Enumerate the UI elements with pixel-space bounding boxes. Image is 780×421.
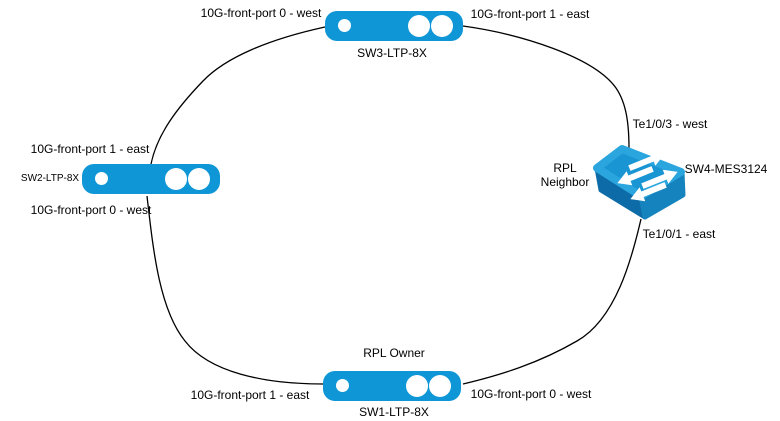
port-icon (338, 19, 351, 32)
port-label-sw4-east: Te1/0/1 - east (642, 227, 716, 241)
port-label-sw2-west: 10G-front-port 0 - west (30, 203, 152, 217)
port-label-sw4-west: Te1/0/3 - west (632, 117, 708, 131)
port-icon (429, 375, 451, 397)
device-sw3[interactable] (325, 11, 463, 41)
port-label-sw3-east: 10G-front-port 1 - east (470, 7, 590, 21)
device-label-sw3: SW3-LTP-8X (357, 46, 427, 60)
port-icon (165, 168, 187, 190)
edge-sw4-sw1 (462, 218, 642, 385)
device-label-sw4: SW4-MES3124 (684, 162, 768, 176)
port-icon (431, 15, 453, 37)
device-sw2[interactable] (82, 164, 220, 194)
port-label-sw1-east: 10G-front-port 1 - east (190, 388, 310, 402)
port-label-sw1-west: 10G-front-port 0 - west (470, 387, 592, 401)
port-icon (95, 172, 108, 185)
port-icon (406, 375, 428, 397)
edge-sw2-sw1 (146, 195, 324, 385)
role-label-rpl-neighbor: RPL Neighbor (540, 161, 590, 189)
port-label-sw3-west: 10G-front-port 0 - west (200, 6, 322, 20)
port-label-sw2-east: 10G-front-port 1 - east (30, 142, 150, 156)
edge-sw3-sw2 (150, 26, 326, 165)
role-label-rpl-owner: RPL Owner (363, 346, 425, 360)
edge-sw3-sw4 (462, 25, 630, 150)
port-icon (188, 168, 210, 190)
device-label-sw1: SW1-LTP-8X (359, 405, 429, 419)
device-label-sw2: SW2-LTP-8X (20, 173, 80, 184)
port-icon (336, 379, 349, 392)
switch-3d-icon[interactable] (593, 145, 686, 220)
port-icon (408, 15, 430, 37)
device-sw1[interactable] (323, 371, 461, 401)
